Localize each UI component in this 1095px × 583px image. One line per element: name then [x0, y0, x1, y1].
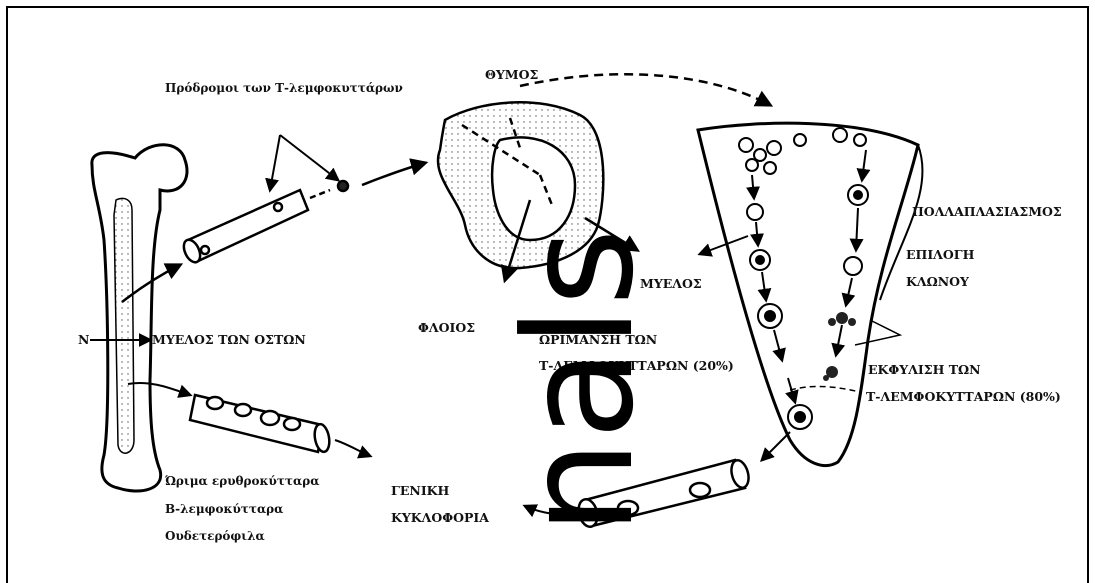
degeneration-label-line1: ΕΚΦΥΛΙΣΗ ΤΩΝ — [868, 363, 981, 377]
precursor-arrows — [270, 135, 338, 190]
watermark-text: nals — [505, 275, 655, 535]
bone-shape — [92, 145, 187, 491]
circulation-label-line2: ΚΥΚΛΟΦΟΡΙΑ — [391, 511, 489, 525]
thymus-label: ΘΥΜΟΣ — [485, 68, 538, 82]
lower-vessel — [190, 395, 331, 453]
clonal-selection-label-line2: ΚΛΩΝΟΥ — [906, 275, 969, 289]
circulation-label-line1: ΓΕΝΙΚΗ — [391, 484, 449, 498]
degeneration-label-line2: Τ-ΛΕΜΦΟΚΥΤΤΑΡΩΝ (80%) — [866, 390, 1061, 404]
precursors-label: Πρόδρομοι των Τ-λεμφοκυττάρων — [165, 81, 403, 95]
bone-marrow-label: ΜΥΕΛΟΣ ΤΩΝ ΟΣΤΩΝ — [152, 333, 306, 347]
cortex-label: ΦΛΟΙΟΣ — [418, 321, 475, 335]
neutrophils-label: Ουδετερόφιλα — [165, 529, 265, 543]
upper-vessel — [181, 181, 348, 265]
marker-n: N — [78, 333, 89, 347]
proliferation-label: ΠΟΛΛΑΠΛΑΣΙΑΣΜΟΣ — [912, 205, 1062, 219]
clonal-selection-label-line1: ΕΠΙΛΟΓΗ — [906, 248, 974, 262]
b-lymphocytes-label: Β-λεμφοκύτταρα — [165, 502, 283, 516]
mature-rbc-label: Ώριμα ερυθροκύτταρα — [165, 474, 319, 488]
